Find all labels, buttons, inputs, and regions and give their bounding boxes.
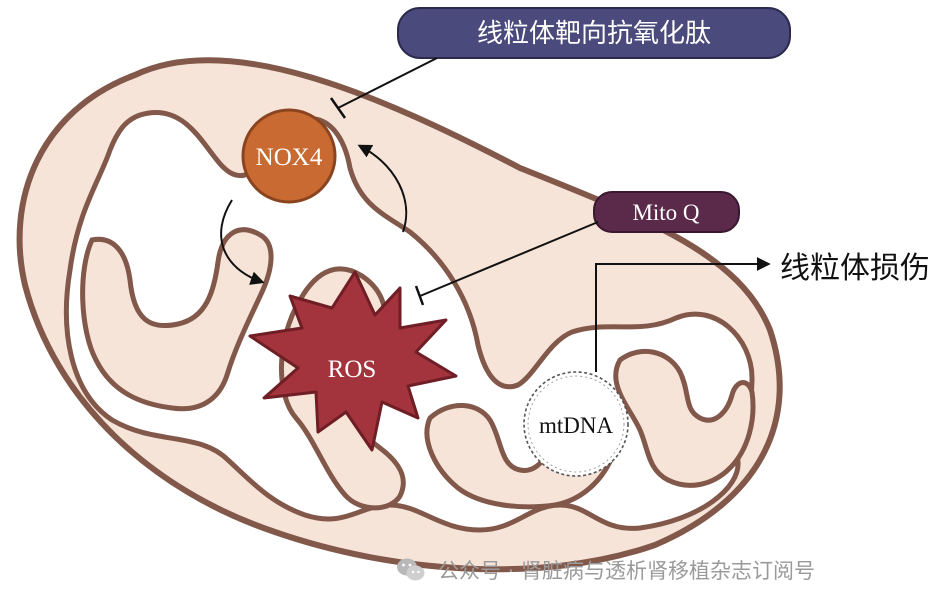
watermark: 公众号 · 肾脏病与透析肾移植杂志订阅号	[396, 553, 815, 587]
watermark-text: 公众号 · 肾脏病与透析肾移植杂志订阅号	[438, 555, 815, 585]
nox4-label: NOX4	[256, 144, 323, 171]
mtdna-label: mtDNA	[539, 413, 614, 438]
peptide-label: 线粒体靶向抗氧化肽	[398, 8, 790, 58]
mitoq-text: Mito Q	[632, 200, 699, 225]
mtdna-node: mtDNA	[524, 372, 628, 476]
damage-label: 线粒体损伤	[780, 251, 930, 286]
peptide-text: 线粒体靶向抗氧化肽	[477, 19, 711, 49]
nox4-node: NOX4	[243, 110, 335, 202]
wechat-icon	[396, 557, 426, 583]
mitoq-label: Mito Q	[594, 192, 739, 232]
peptide-inhibit-line	[338, 58, 437, 108]
ros-label: ROS	[328, 356, 377, 383]
